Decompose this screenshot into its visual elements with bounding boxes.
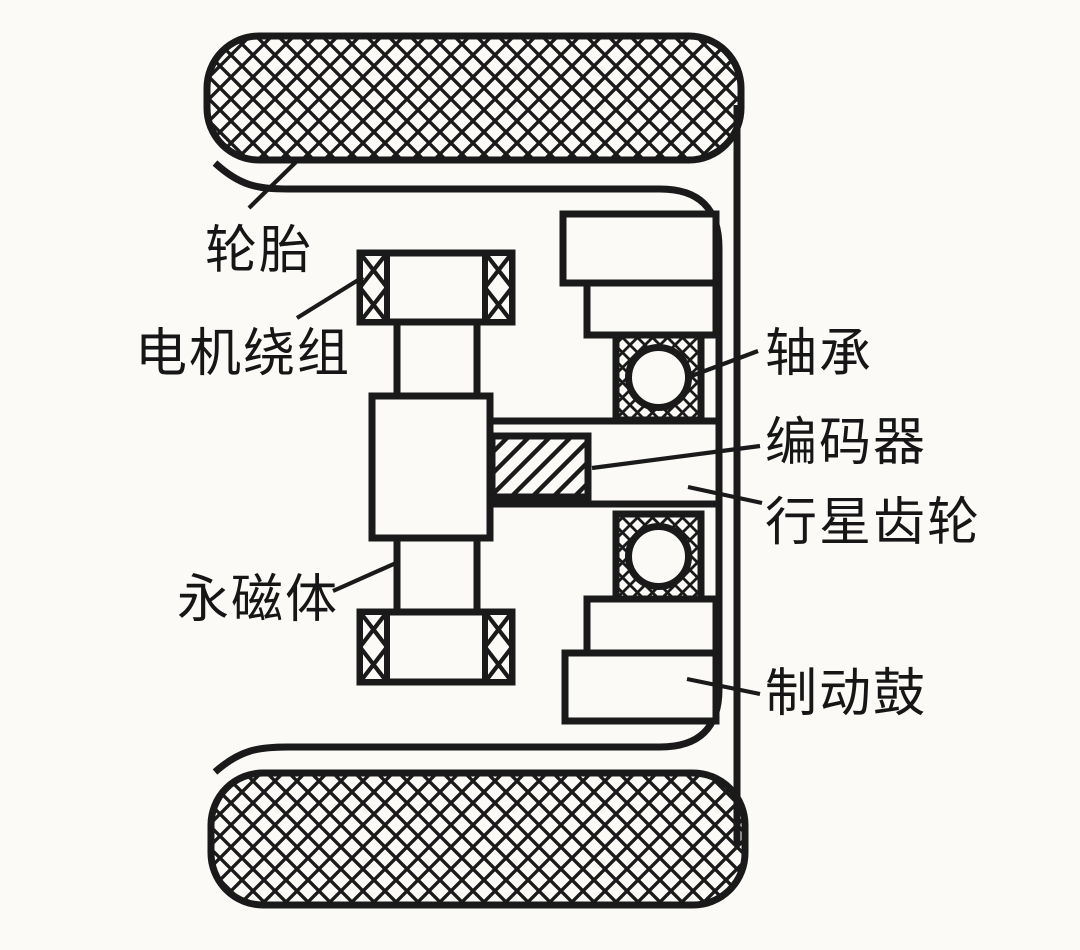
tire-bottom-section	[207, 769, 749, 909]
permanent-magnet-rotor	[368, 392, 494, 542]
winding-coil-end	[482, 609, 515, 685]
winding-coil-end	[482, 250, 515, 325]
leader-bearing	[685, 349, 759, 380]
leader-brake-drum	[686, 676, 761, 697]
hub-block-upper	[559, 210, 720, 287]
leader-motor-winding	[295, 275, 365, 320]
rotor-shaft-upper	[393, 318, 481, 402]
winding-coil-hatch	[483, 251, 514, 324]
leader-encoder	[591, 443, 761, 471]
brake-drum-block	[561, 649, 720, 725]
leader-tire	[247, 159, 299, 210]
rotor-shaft-lower	[393, 534, 481, 616]
winding-coil-hatch	[358, 610, 389, 684]
winding-coil-end	[357, 609, 390, 685]
label-tire: 轮胎	[205, 221, 313, 281]
hub-step-lower	[583, 595, 720, 657]
bearing-upper-ball	[625, 344, 692, 411]
label-permanent-magnet: 永磁体	[177, 570, 339, 630]
winding-coil-hatch	[358, 251, 389, 324]
tire-top-section	[203, 32, 745, 164]
hub-step-upper	[583, 279, 720, 339]
label-bearing: 轴承	[765, 324, 873, 384]
winding-coil-end	[357, 250, 390, 325]
bearing-lower-ball	[625, 523, 692, 590]
leader-permanent-magnet	[332, 561, 397, 593]
leader-planetary-gear	[687, 484, 763, 506]
winding-coil-hatch	[483, 610, 514, 684]
label-motor-winding: 电机绕组	[135, 324, 351, 384]
label-encoder: 编码器	[765, 413, 927, 473]
label-brake-drum: 制动鼓	[765, 664, 927, 724]
label-planetary-gear: 行星齿轮	[765, 493, 981, 553]
encoder-block	[488, 432, 592, 501]
